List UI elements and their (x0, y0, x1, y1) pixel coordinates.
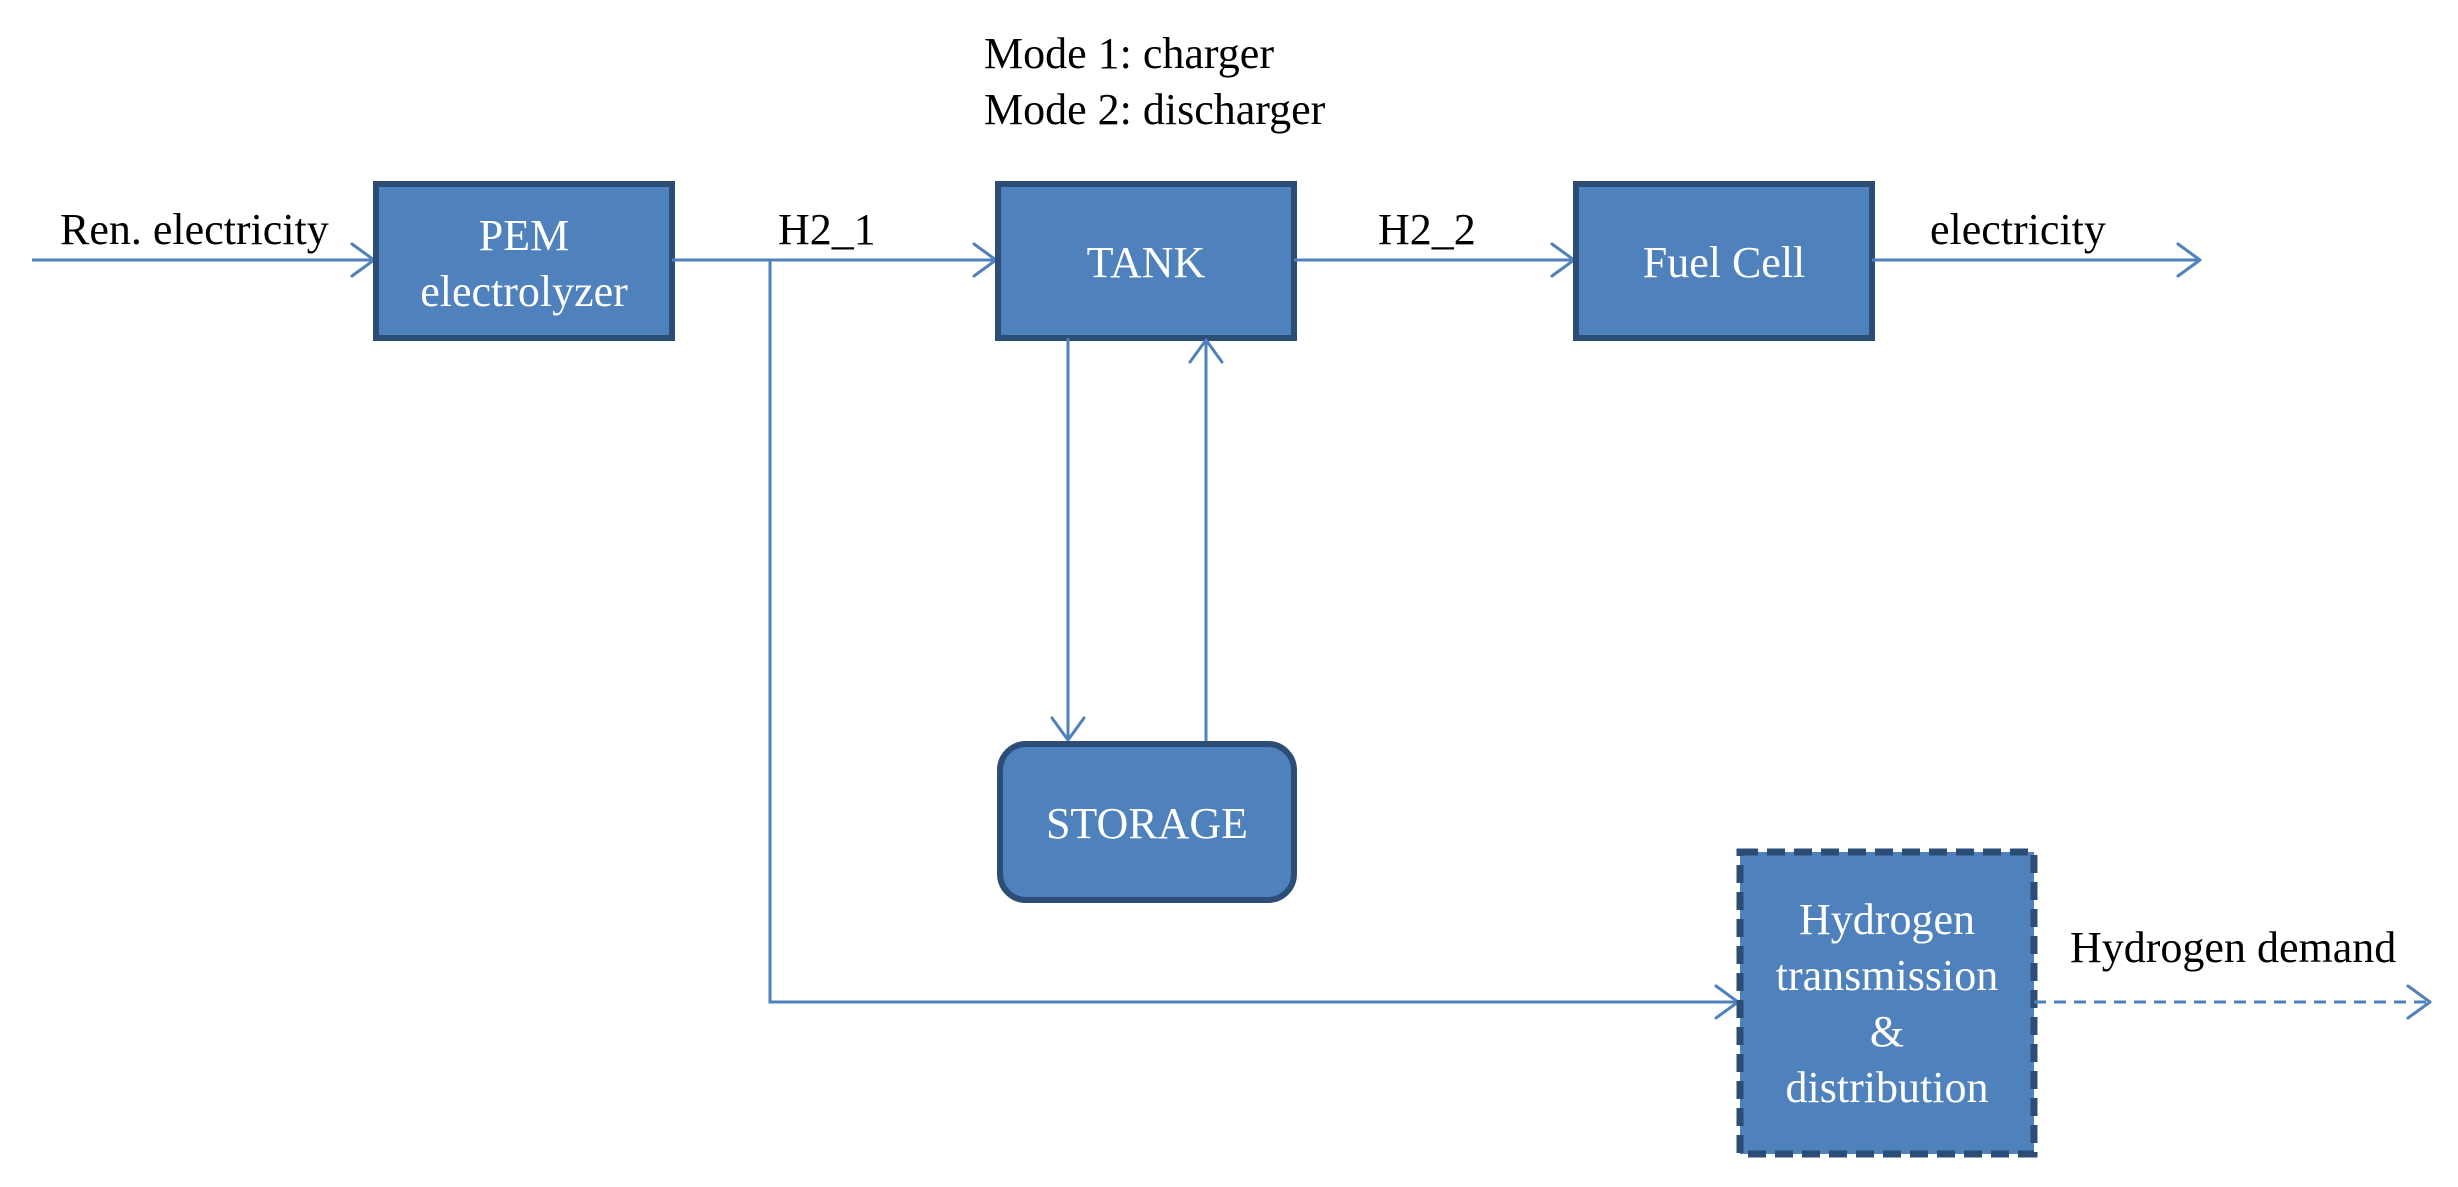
h2-2-label: H2_2 (1378, 205, 1476, 254)
storage-label: STORAGE (1046, 799, 1248, 848)
h2-1-label: H2_1 (778, 205, 876, 254)
storage-to-tank-arrow (1188, 338, 1224, 742)
pem-label-line2: electrolyzer (420, 267, 628, 316)
pem-label-line1: PEM (479, 211, 569, 260)
tank-box: TANK (995, 181, 1297, 341)
tank-to-storage-arrow (1050, 338, 1086, 742)
storage-box: STORAGE (997, 741, 1297, 903)
hydrogen-box-line2: transmission (1776, 951, 1998, 1000)
branch-flow-arrow (768, 260, 1740, 1020)
mode-2-label: Mode 2: discharger (984, 85, 1326, 134)
pem-electrolyzer-box: PEM electrolyzer (373, 181, 675, 341)
input-flow-label: Ren. electricity (60, 205, 329, 254)
hydrogen-box-line3: & (1870, 1007, 1904, 1056)
hydrogen-box-line1: Hydrogen (1799, 895, 1975, 944)
hydrogen-transmission-box: Hydrogen transmission & distribution (1736, 848, 2038, 1158)
mode-1-label: Mode 1: charger (984, 29, 1274, 78)
fuel-cell-box: Fuel Cell (1573, 181, 1875, 341)
hydrogen-box-line4: distribution (1786, 1063, 1989, 1112)
hydrogen-demand-label: Hydrogen demand (2070, 923, 2396, 972)
output-flow-arrow (1872, 242, 2202, 278)
hydrogen-demand-arrow (2034, 984, 2432, 1020)
tank-label: TANK (1087, 238, 1206, 287)
fuel-cell-label: Fuel Cell (1643, 238, 1806, 287)
output-flow-label: electricity (1930, 205, 2106, 254)
